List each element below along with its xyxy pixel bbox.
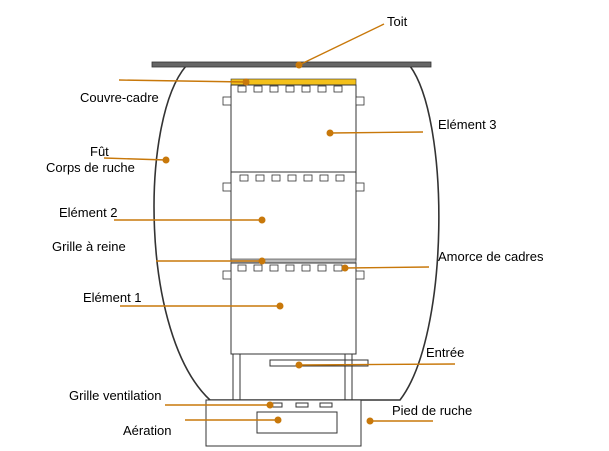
- hive-shell-ellipse: [153, 65, 440, 401]
- label-pied-de-ruche: Pied de ruche: [392, 403, 473, 418]
- label-couvre-cadre: Couvre-cadre: [80, 90, 159, 105]
- roof-shape: [151, 61, 432, 68]
- label-toit: Toit: [387, 14, 408, 29]
- element-1-box: [222, 262, 365, 355]
- label-entree: Entrée: [426, 345, 465, 360]
- label-corps-de-ruche: Corps de ruche: [46, 160, 135, 175]
- label-element-1: Elément 1: [83, 290, 142, 305]
- element-2-box: [222, 171, 365, 261]
- label-fut: Fût: [90, 144, 109, 159]
- label-amorce-de-cadres: Amorce de cadres: [438, 249, 544, 264]
- label-element-2: Elément 2: [59, 205, 118, 220]
- label-grille-a-reine: Grille à reine: [52, 239, 126, 254]
- leader-dots: [162, 61, 374, 425]
- entrance-and-legs: [231, 353, 369, 400]
- label-aeration: Aération: [123, 423, 172, 438]
- element-3-box: [222, 84, 365, 173]
- frame-cover-shape: [230, 78, 357, 86]
- label-element-3: Elément 3: [438, 117, 497, 132]
- label-grille-ventilation: Grille ventilation: [69, 388, 162, 403]
- hive-stand-shape: [205, 399, 362, 447]
- leader-lines: [103, 23, 456, 422]
